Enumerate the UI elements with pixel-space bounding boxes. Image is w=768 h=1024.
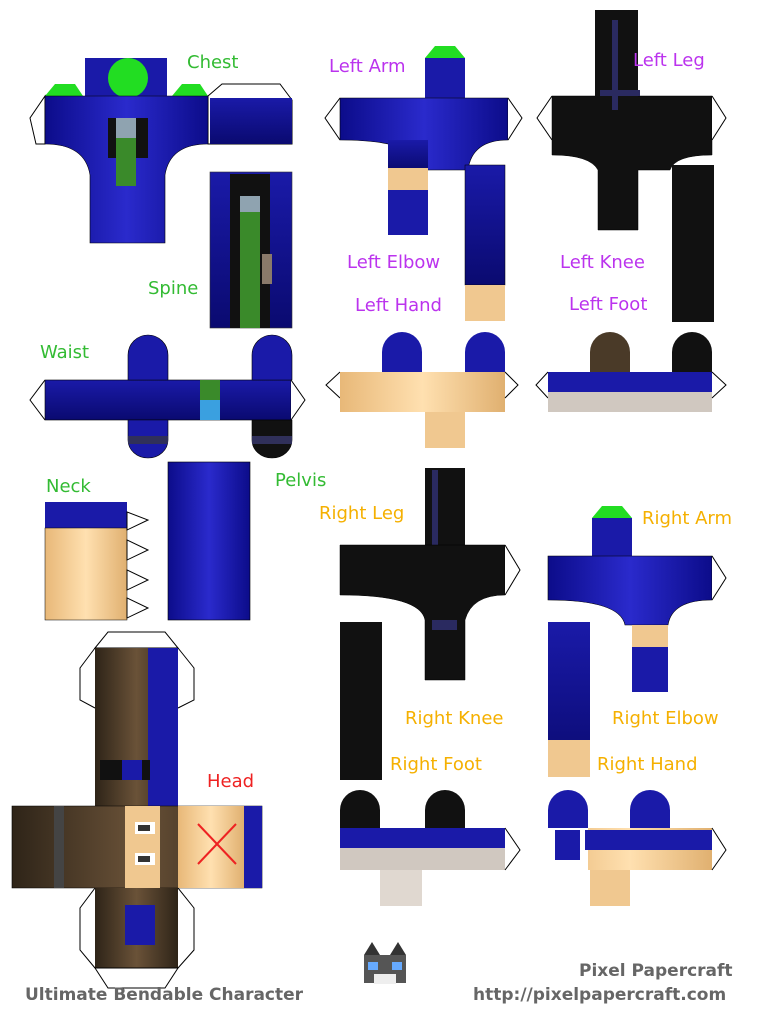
- label-left-leg: Left Leg: [633, 50, 705, 71]
- label-pelvis: Pelvis: [275, 470, 327, 491]
- left-leg-piece: [536, 10, 727, 322]
- label-right-foot: Right Foot: [390, 754, 482, 775]
- label-left-foot: Left Foot: [569, 294, 648, 315]
- neck-piece: [44, 502, 150, 621]
- label-left-elbow: Left Elbow: [347, 252, 441, 273]
- spine-piece: [209, 171, 293, 329]
- label-left-arm: Left Arm: [329, 56, 406, 77]
- label-right-knee: Right Knee: [405, 708, 504, 729]
- left-arm-piece: [324, 46, 523, 235]
- label-head: Head: [207, 771, 255, 792]
- chest-piece: [29, 58, 293, 244]
- label-waist: Waist: [40, 342, 90, 363]
- head-piece: [11, 631, 263, 989]
- footer-url[interactable]: http://pixelpapercraft.com: [473, 985, 727, 1005]
- left-elbow-piece: [464, 164, 506, 321]
- waist-piece: [29, 334, 306, 459]
- pelvis-piece: [167, 461, 251, 621]
- label-right-leg: Right Leg: [319, 503, 405, 524]
- label-left-knee: Left Knee: [560, 252, 645, 273]
- right-leg-piece: [339, 468, 521, 780]
- right-hand-piece: [548, 790, 727, 906]
- label-spine: Spine: [148, 278, 199, 299]
- label-left-hand: Left Hand: [355, 295, 442, 316]
- pixel-papercraft-logo: [360, 942, 410, 995]
- label-chest: Chest: [187, 52, 239, 73]
- footer-brand: Pixel Papercraft: [579, 961, 733, 981]
- right-arm-piece: [547, 506, 727, 777]
- label-neck: Neck: [46, 476, 91, 497]
- right-foot-piece: [340, 790, 521, 906]
- footer-title: Ultimate Bendable Character: [25, 985, 304, 1005]
- label-right-arm: Right Arm: [642, 508, 733, 529]
- label-right-hand: Right Hand: [597, 754, 698, 775]
- left-foot-piece: [535, 332, 727, 412]
- left-hand-piece: [325, 332, 519, 448]
- label-right-elbow: Right Elbow: [612, 708, 719, 729]
